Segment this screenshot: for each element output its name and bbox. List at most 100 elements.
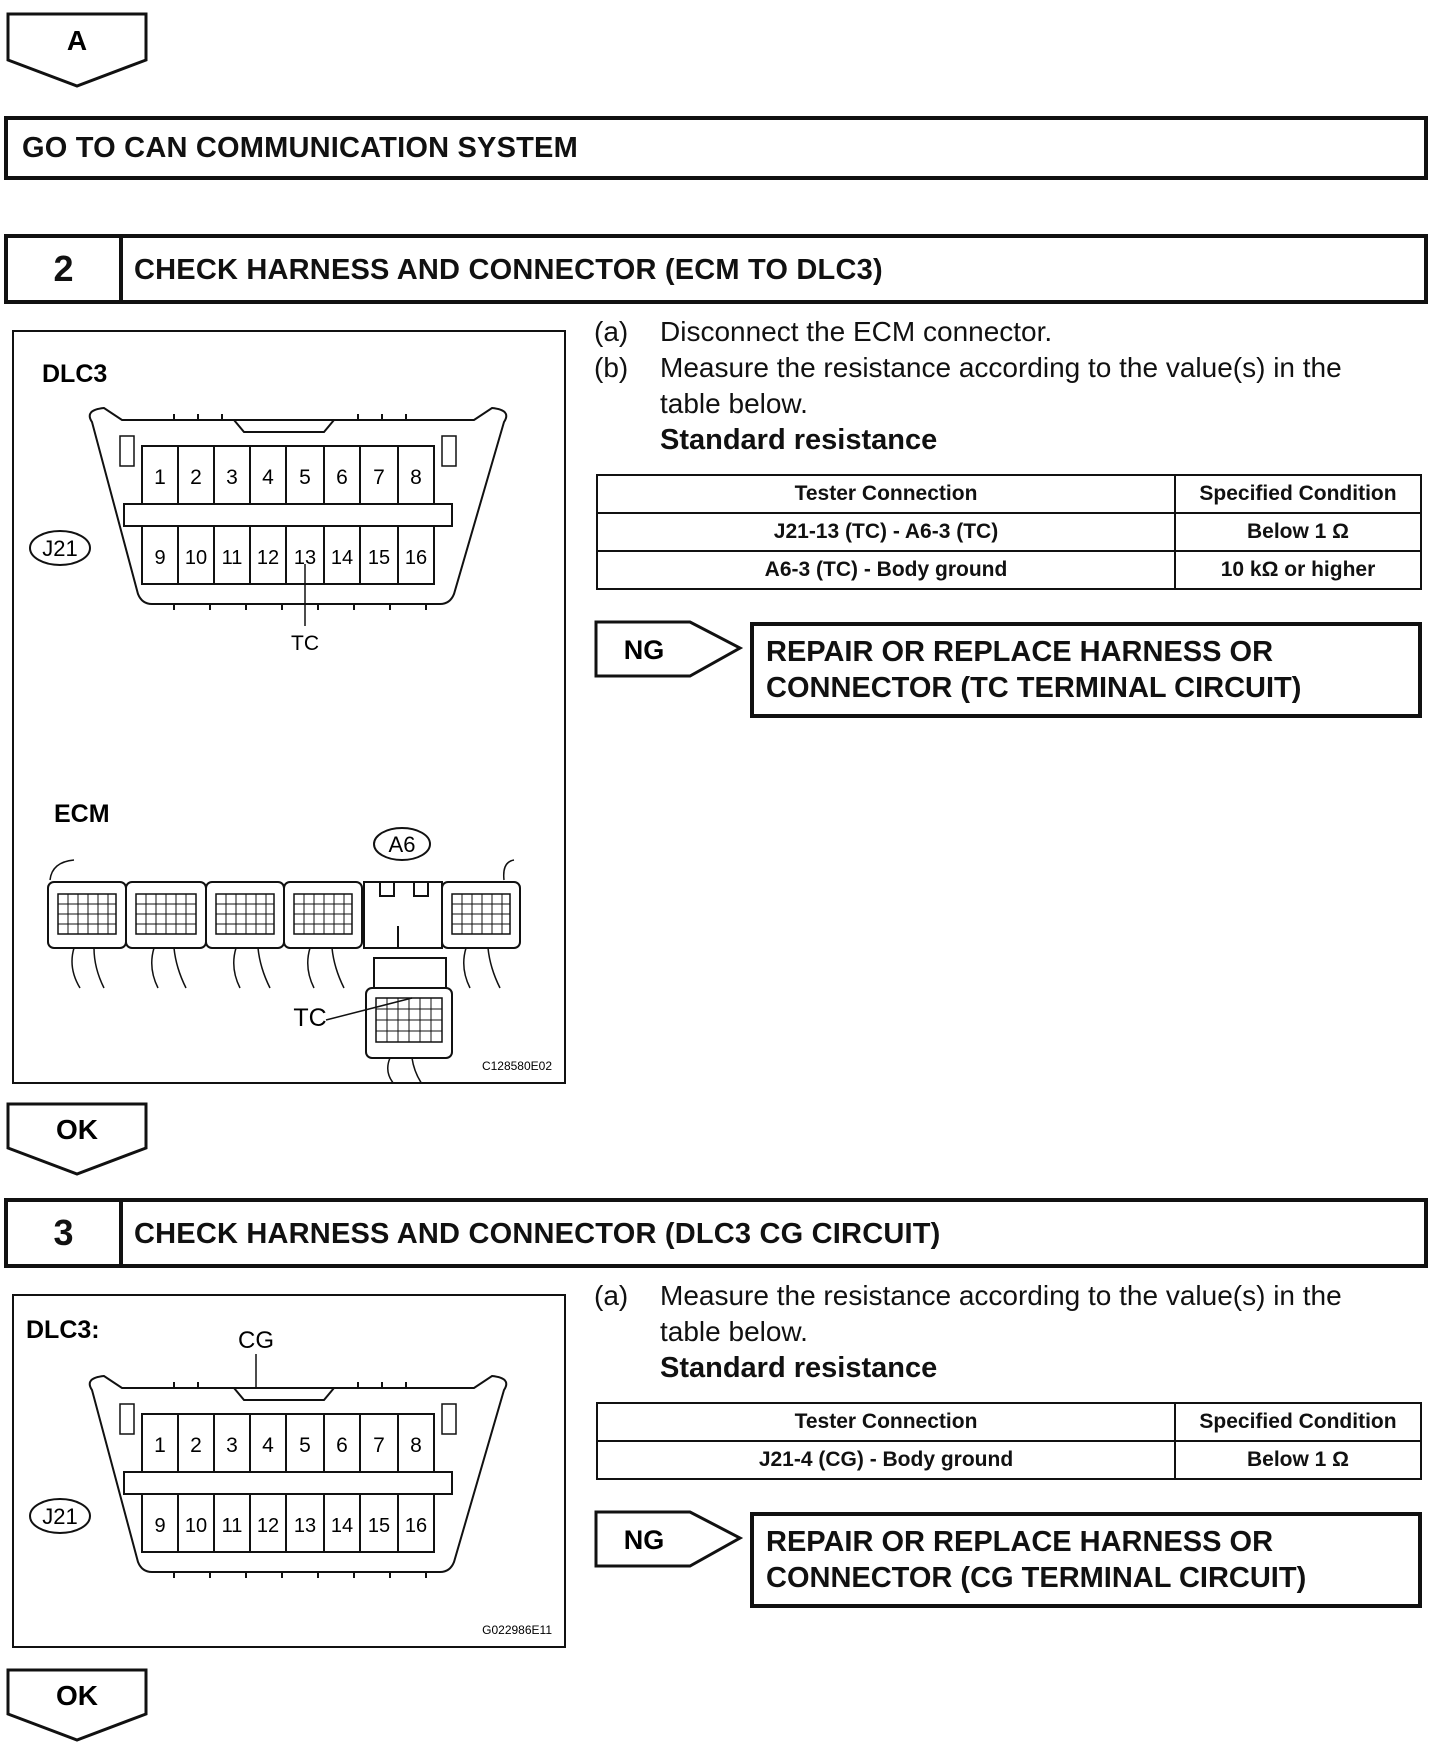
step2-figure-code: C128580E02 bbox=[482, 1059, 552, 1073]
start-arrow-a: A bbox=[6, 12, 148, 88]
step3-header-divider bbox=[119, 1202, 123, 1264]
step3-ng-result: REPAIR OR REPLACE HARNESS OR CONNECTOR (… bbox=[750, 1512, 1422, 1608]
step3-bottom-pins: 9 10 11 12 13 14 15 16 bbox=[141, 1493, 435, 1553]
step3-top-pins: 1 2 3 4 5 6 7 8 bbox=[141, 1413, 435, 1473]
pin-5: 5 bbox=[299, 466, 311, 489]
pin-8: 8 bbox=[410, 466, 422, 489]
table-header-cell: Specified Condition bbox=[1174, 1402, 1422, 1442]
step2-ng-result-line2: CONNECTOR (TC TERMINAL CIRCUIT) bbox=[766, 672, 1302, 704]
pin-4: 4 bbox=[262, 1434, 274, 1457]
step3-j21-label: J21 bbox=[42, 1504, 77, 1529]
table-row: A6-3 (TC) - Body ground 10 kΩ or higher bbox=[596, 550, 1422, 590]
step3-ng-result-line1: REPAIR OR REPLACE HARNESS OR bbox=[766, 1526, 1274, 1558]
a6-label: A6 bbox=[389, 832, 416, 857]
step2-diagram: DLC3 1 2 3 4 5 6 7 8 9 10 11 12 bbox=[29, 360, 552, 1082]
pin-12: 12 bbox=[257, 1515, 279, 1537]
go-to-can-text: GO TO CAN COMMUNICATION SYSTEM bbox=[22, 132, 578, 164]
dlc3-top-pins: 1 2 3 4 5 6 7 8 bbox=[141, 445, 435, 505]
pin-14: 14 bbox=[331, 1515, 353, 1537]
pin-1: 1 bbox=[154, 466, 166, 489]
step3-header: 3 CHECK HARNESS AND CONNECTOR (DLC3 CG C… bbox=[4, 1198, 1428, 1268]
step2-instruction-b: (b) Measure the resistance according to … bbox=[594, 350, 1414, 386]
table-header-cell: Tester Connection bbox=[596, 474, 1176, 514]
pin-3: 3 bbox=[226, 1434, 238, 1457]
j21-label: J21 bbox=[42, 536, 77, 561]
pin-8: 8 bbox=[410, 1434, 422, 1457]
pin-16: 16 bbox=[405, 547, 427, 569]
step3-instruction-a-cont-text: table below. bbox=[660, 1316, 808, 1347]
step3-instruction-a: (a) Measure the resistance according to … bbox=[594, 1278, 1414, 1314]
step3-instruction-a-label: (a) bbox=[594, 1280, 629, 1311]
step2-instruction-b-cont-text: table below. bbox=[660, 388, 808, 419]
table-cell: J21-4 (CG) - Body ground bbox=[596, 1440, 1176, 1480]
step3-diagram: DLC3: CG 1 2 3 4 5 6 7 8 9 10 11 12 bbox=[26, 1316, 552, 1637]
a6-detached-connector bbox=[365, 957, 453, 1082]
ecm-connectors bbox=[47, 881, 521, 949]
step3-instructions: (a) Measure the resistance according to … bbox=[594, 1278, 1414, 1352]
step3-figure-code: G022986E11 bbox=[482, 1623, 552, 1637]
step3-spec-table: Tester Connection Specified Condition J2… bbox=[596, 1402, 1422, 1480]
step3-title: CHECK HARNESS AND CONNECTOR (DLC3 CG CIR… bbox=[134, 1218, 941, 1250]
pin-5: 5 bbox=[299, 1434, 311, 1457]
step2-ng-result-line1: REPAIR OR REPLACE HARNESS OR bbox=[766, 636, 1274, 668]
step2-spec-table: Tester Connection Specified Condition J2… bbox=[596, 474, 1422, 590]
table-header-row: Tester Connection Specified Condition bbox=[596, 1402, 1422, 1442]
pin-9: 9 bbox=[154, 547, 165, 569]
pin-10: 10 bbox=[185, 1515, 207, 1537]
pin-13: 13 bbox=[294, 547, 316, 569]
pin-10: 10 bbox=[185, 547, 207, 569]
pin-9: 9 bbox=[154, 1515, 165, 1537]
step2-instruction-a-text: Disconnect the ECM connector. bbox=[660, 316, 1053, 347]
pin-4: 4 bbox=[262, 466, 274, 489]
pin-14: 14 bbox=[331, 547, 353, 569]
step3-number: 3 bbox=[53, 1212, 74, 1253]
step2-instruction-b-text: Measure the resistance according to the … bbox=[660, 352, 1342, 383]
pin-11: 11 bbox=[222, 1515, 243, 1537]
pin-7: 7 bbox=[373, 1434, 385, 1457]
pin-11: 11 bbox=[222, 547, 243, 569]
step3-ng-result-line2: CONNECTOR (CG TERMINAL CIRCUIT) bbox=[766, 1562, 1307, 1594]
pin-15: 15 bbox=[368, 547, 390, 569]
table-cell: Below 1 Ω bbox=[1174, 1440, 1422, 1480]
tc-callout: TC bbox=[291, 632, 319, 655]
pin-12: 12 bbox=[257, 547, 279, 569]
step3-ng-label: NG bbox=[624, 1525, 665, 1555]
step2-instruction-a: (a) Disconnect the ECM connector. bbox=[594, 314, 1414, 350]
pin-2: 2 bbox=[190, 466, 202, 489]
step2-figure: DLC3 1 2 3 4 5 6 7 8 9 10 11 12 bbox=[12, 330, 566, 1084]
pin-16: 16 bbox=[405, 1515, 427, 1537]
step2-number: 2 bbox=[53, 248, 74, 289]
step2-header: 2 CHECK HARNESS AND CONNECTOR (ECM TO DL… bbox=[4, 234, 1428, 304]
pin-1: 1 bbox=[154, 1434, 166, 1457]
step3-ok-label: OK bbox=[56, 1680, 98, 1711]
go-to-can-bar: GO TO CAN COMMUNICATION SYSTEM bbox=[4, 116, 1428, 180]
step2-ng-arrow: NG bbox=[594, 620, 744, 678]
step3-ok-arrow: OK bbox=[6, 1668, 148, 1742]
step3-ng-arrow: NG bbox=[594, 1510, 744, 1568]
table-row: J21-13 (TC) - A6-3 (TC) Below 1 Ω bbox=[596, 512, 1422, 552]
ecm-label: ECM bbox=[54, 800, 110, 828]
pin-15: 15 bbox=[368, 1515, 390, 1537]
step3-instruction-a-text: Measure the resistance according to the … bbox=[660, 1280, 1342, 1311]
step3-dlc3-label: DLC3: bbox=[26, 1316, 100, 1344]
table-cell: 10 kΩ or higher bbox=[1174, 550, 1422, 590]
step2-instruction-b-cont: table below. bbox=[594, 386, 1414, 422]
table-cell: J21-13 (TC) - A6-3 (TC) bbox=[596, 512, 1176, 552]
step2-ng-result: REPAIR OR REPLACE HARNESS OR CONNECTOR (… bbox=[750, 622, 1422, 718]
dlc3-label: DLC3 bbox=[42, 360, 107, 388]
step2-header-divider bbox=[119, 238, 123, 300]
cg-callout: CG bbox=[238, 1327, 274, 1354]
step3-figure: DLC3: CG 1 2 3 4 5 6 7 8 9 10 11 12 bbox=[12, 1294, 566, 1648]
step2-title: CHECK HARNESS AND CONNECTOR (ECM TO DLC3… bbox=[134, 254, 883, 286]
table-header-cell: Specified Condition bbox=[1174, 474, 1422, 514]
step2-ok-arrow: OK bbox=[6, 1102, 148, 1176]
start-arrow-label: A bbox=[67, 25, 87, 56]
table-cell: A6-3 (TC) - Body ground bbox=[596, 550, 1176, 590]
table-row: J21-4 (CG) - Body ground Below 1 Ω bbox=[596, 1440, 1422, 1480]
step2-instruction-b-label: (b) bbox=[594, 352, 629, 383]
pin-2: 2 bbox=[190, 1434, 202, 1457]
step3-standard-label: Standard resistance bbox=[660, 1352, 938, 1384]
pin-7: 7 bbox=[373, 466, 385, 489]
pin-13: 13 bbox=[294, 1515, 316, 1537]
step2-ok-label: OK bbox=[56, 1114, 98, 1145]
